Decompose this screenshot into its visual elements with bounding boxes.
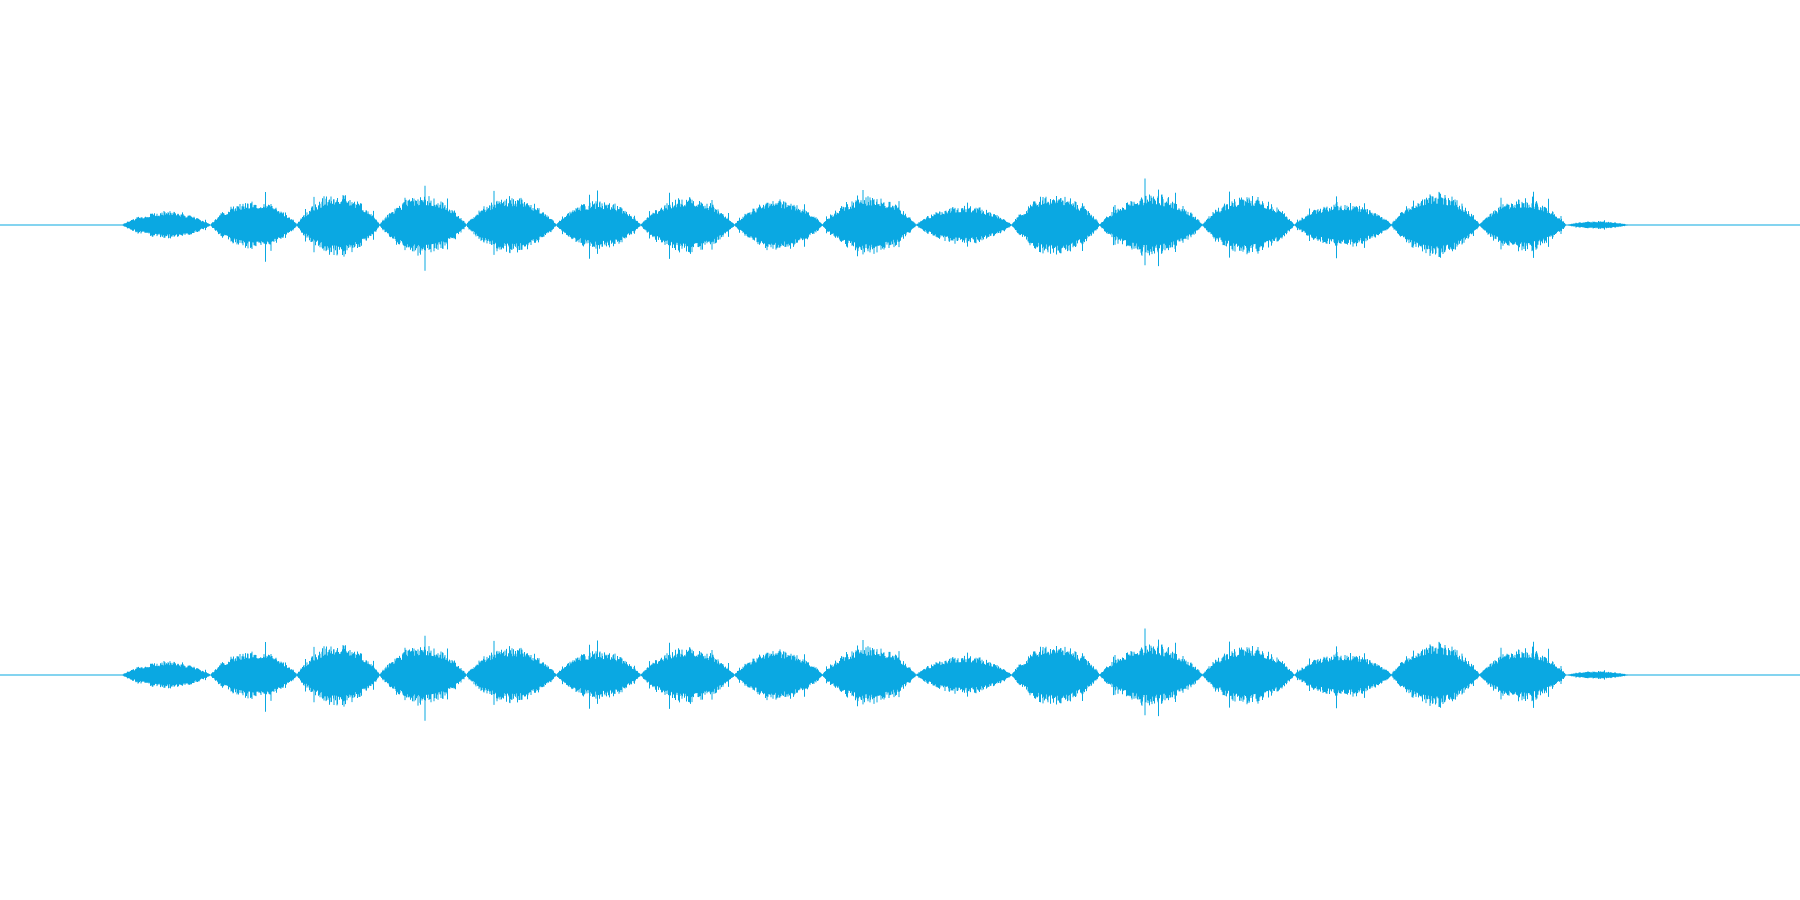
channel-2-burst-5 [466, 656, 557, 694]
channel-1-burst-13 [1202, 205, 1295, 245]
channel-2-burst-15 [1391, 653, 1480, 697]
channel-1-burst-17 [1566, 222, 1629, 228]
channel-2-burst-2 [210, 658, 297, 692]
channel-2-burst-3 [297, 654, 380, 696]
channel-2-burst-8 [734, 658, 823, 692]
channel-1-burst-16 [1479, 207, 1566, 243]
channel-1-burst-1 [122, 216, 211, 234]
channel-1-burst-10 [916, 212, 1012, 238]
channel-2-burst-10 [916, 662, 1012, 688]
channel-1-burst-15 [1391, 203, 1480, 247]
channel-layer [0, 178, 1800, 721]
channel-2-burst-7 [640, 656, 735, 694]
channel-2-burst-6 [556, 658, 641, 692]
channel-1-burst-5 [466, 206, 557, 244]
channel-1-burst-14 [1294, 210, 1392, 240]
channel-2-burst-16 [1479, 657, 1566, 693]
channel-2-burst-4 [379, 655, 467, 695]
channel-1-burst-8 [734, 208, 823, 242]
channel-2-burst-13 [1202, 655, 1295, 695]
channel-1-burst-4 [379, 205, 467, 245]
channel-1-burst-2 [210, 208, 297, 242]
channel-2-burst-17 [1566, 672, 1629, 678]
channel-1-burst-12 [1099, 205, 1203, 245]
channel-2-burst-14 [1294, 660, 1392, 690]
channel-2-burst-12 [1099, 655, 1203, 695]
channel-1-burst-3 [297, 204, 380, 246]
channel-2-waveform [0, 628, 1800, 721]
channel-1-waveform [0, 178, 1800, 271]
channel-1-burst-11 [1011, 205, 1100, 245]
channel-2-burst-1 [122, 666, 211, 684]
channel-2-burst-11 [1011, 655, 1100, 695]
channel-1-burst-6 [556, 208, 641, 242]
channel-1-burst-9 [822, 205, 917, 245]
channel-1-burst-7 [640, 206, 735, 244]
channel-2-burst-9 [822, 655, 917, 695]
